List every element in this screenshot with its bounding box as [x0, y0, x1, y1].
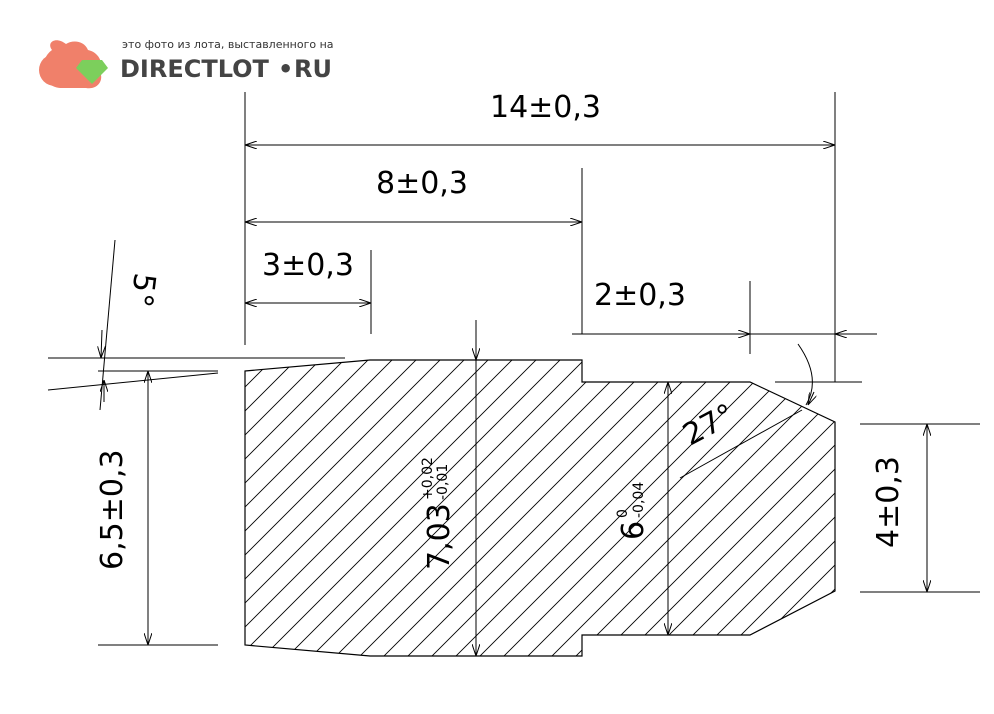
hatch-line	[245, 360, 549, 656]
hatch-line	[819, 360, 835, 656]
hatch-line	[603, 360, 835, 656]
dim-text-angle-5: 5°	[123, 271, 162, 309]
watermark-caption: это фото из лота, выставленного на	[122, 38, 334, 51]
hatch-line	[723, 360, 835, 656]
hatch-line	[245, 360, 261, 656]
dim-arc-27	[797, 343, 813, 406]
hatch-line	[699, 360, 835, 656]
dim-text-8: 8±0,3	[376, 166, 468, 201]
hatch-line	[245, 360, 453, 656]
hatch-line	[651, 360, 835, 656]
dim-text-2: 2±0,3	[594, 278, 686, 313]
dim-tol-703-lower: -0,01	[435, 464, 451, 500]
dim-text-703: 7,03	[422, 503, 457, 570]
hatch-line	[627, 360, 835, 656]
dim-tol-6-upper: 0	[615, 509, 631, 518]
dim-text-14: 14±0,3	[490, 90, 601, 125]
hatch-line	[245, 360, 285, 656]
hatch-line	[245, 360, 597, 656]
hatch-line	[245, 360, 477, 656]
hatch-line	[531, 360, 835, 656]
dim-text-6: 6	[616, 521, 651, 540]
dim-tol-6-lower: -0,04	[631, 482, 647, 518]
dimension-lines	[101, 145, 927, 656]
dim-text-4: 4±0,3	[871, 456, 906, 548]
hatch-line	[245, 360, 645, 656]
hatch-line	[675, 360, 835, 656]
hatch-line	[245, 360, 405, 656]
hatch-line	[245, 360, 381, 656]
hatch-line	[245, 360, 429, 656]
dim-text-angle-27: 27°	[677, 397, 740, 453]
hatch-line	[245, 360, 501, 656]
part-body	[244, 300, 994, 700]
dim-text-6-group: 6 0 -0,04	[615, 482, 651, 540]
hatch-line	[245, 360, 525, 656]
hatch-line	[844, 300, 994, 700]
hatch-line	[245, 360, 309, 656]
hatch-line	[245, 360, 573, 656]
extension-lines	[47, 92, 980, 646]
dim-text-703-group: 7,03 +0,02 -0,01	[420, 457, 457, 570]
watermark-logo: это фото из лота, выставленного на DIREC…	[39, 38, 334, 89]
dim-tol-703-upper: +0,02	[420, 457, 436, 500]
watermark-suffix: RU	[294, 55, 332, 83]
gem-icon	[76, 60, 108, 84]
part-outline	[244, 359, 836, 657]
hatch-line	[579, 360, 835, 656]
hatch-line	[245, 360, 357, 656]
hatch-line	[245, 360, 333, 656]
watermark-brand: DIRECTLOT	[120, 55, 270, 83]
hatch-line	[507, 360, 835, 656]
dim-text-65: 6,5±0,3	[95, 449, 130, 570]
dim-text-3: 3±0,3	[262, 248, 354, 283]
dim-angle5-top	[101, 329, 102, 358]
hatch-line	[555, 360, 835, 656]
watermark-dot: •	[278, 55, 293, 83]
hatch-line	[245, 360, 621, 656]
